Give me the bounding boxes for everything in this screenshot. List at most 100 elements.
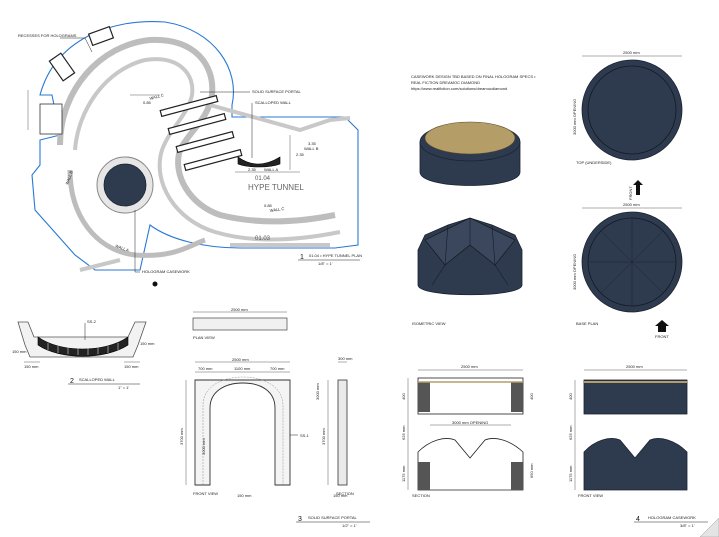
plan-scalloped-wall — [237, 156, 281, 168]
title-4-scale: 3/8" = 1' — [680, 523, 695, 528]
portal-front-label: FRONT VIEW — [193, 491, 218, 496]
title-1-text: 01.04 • HYPE TUNNEL PLAN — [309, 253, 362, 258]
iso-hologram-edges — [431, 218, 509, 286]
wall-label: WALL B — [64, 170, 74, 186]
plan-walls-lower — [67, 169, 206, 258]
section-dim-left: 400 — [401, 393, 406, 400]
hype-tunnel-plan: RECESSES FOR HOLOGRAMS SOLID SURFACE POR… — [18, 20, 362, 287]
scalloped-dim-bottom-left: 150 mm — [24, 364, 39, 369]
solid-surface-portal: 2500 mm PLAN VIEW 2500 mm 700 mm 1100 mm… — [179, 307, 370, 528]
recess-1 — [48, 52, 76, 82]
section-top-left — [418, 382, 430, 412]
scallop-ticks — [47, 343, 119, 355]
portal-section-height: 3700 mm — [321, 428, 326, 445]
section-top-block — [417, 377, 524, 415]
section-dim-right: 400 — [529, 393, 534, 400]
portal-plan-rect — [192, 317, 288, 331]
section-base — [417, 438, 524, 491]
portal-front-dim: 700 mm — [270, 366, 285, 371]
plan-casework — [103, 163, 147, 207]
wall-label: WALL B — [304, 146, 319, 151]
plan-walls-outer — [57, 36, 336, 225]
portal-section-label: SECTION — [336, 491, 354, 496]
dim-label: 2.35 — [248, 167, 257, 172]
plan-grid-dot — [152, 281, 158, 287]
dim-label: 3.35 — [308, 141, 317, 146]
label-casework: HOLOGRAM CASEWORK — [142, 269, 190, 274]
front-arrow-1-label: FRONT — [628, 186, 633, 200]
title-3-number: 3 — [298, 516, 302, 523]
section-base-right — [511, 462, 523, 490]
title-2-text: SCALLOPED WALL — [79, 377, 116, 382]
section-dim-right: 650 mm — [529, 463, 534, 478]
top-dim: 2500 mm — [623, 50, 640, 55]
recess-2 — [87, 25, 115, 47]
portal-front-dim: 700 mm — [198, 366, 213, 371]
label-scalloped: SCALLOPED WALL — [255, 100, 292, 105]
base-plan-quadrants — [588, 218, 676, 306]
dim-label: 0.85 — [143, 100, 152, 105]
front-top-block — [583, 379, 688, 415]
wall-label: WALL A — [264, 167, 278, 172]
top-underside-outer — [581, 59, 683, 161]
portal-section-inner: 3000 mm — [315, 383, 320, 400]
dim-label: 0.85 — [264, 203, 273, 208]
title-2-number: 2 — [70, 378, 74, 385]
title-3-scale: 1/2" = 1' — [342, 523, 357, 528]
title-2-scale: 1" = 1' — [118, 385, 129, 390]
portal-plan-dim: 2500 mm — [231, 307, 248, 312]
scalloped-tag: SS-2 — [87, 319, 97, 324]
label-recesses: RECESSES FOR HOLOGRAMS — [18, 33, 77, 38]
top-underside-inner — [587, 65, 677, 155]
front-label: FRONT VIEW — [578, 493, 603, 498]
section-opening: 3000 mm OPENING — [452, 420, 488, 425]
front-dim-left: 1175 mm — [568, 465, 573, 482]
front-dim-left: 400 — [568, 393, 573, 400]
section-top-dim: 2500 mm — [461, 364, 478, 369]
casework-note: CASEWORK DESIGN TBD BASED ON FINAL HOLOG… — [411, 74, 536, 79]
portal-section-bottom: 150 mm — [333, 493, 348, 498]
portal-front-height: 3700 mm — [179, 428, 184, 445]
front-arrow-2-label: FRONT — [655, 334, 669, 339]
wall-label: WALL C — [269, 206, 284, 213]
base-label: BASE PLAN — [576, 321, 598, 326]
leader-casework — [134, 210, 140, 273]
room-number-2: 01.03 — [255, 236, 271, 242]
iso-cylinder-top — [424, 121, 516, 155]
plan-dim-lines — [27, 90, 300, 173]
base-dim: 2500 mm — [623, 202, 640, 207]
portal-front-opening: 3000 mm — [201, 438, 206, 455]
room-name: HYPE TUNNEL — [248, 183, 304, 192]
plan-walls-diag — [79, 243, 330, 272]
label-portal: SOLID SURFACE PORTAL — [252, 89, 302, 94]
portal-section-top: 300 mm — [338, 356, 353, 361]
casework-note: REAL FICTION DREAMOC DIAMOND — [411, 80, 480, 85]
portal-plan-label: PLAN VIEW — [193, 335, 215, 340]
hologram-casework: CASEWORK DESIGN TBD BASED ON FINAL HOLOG… — [401, 50, 708, 528]
title-4-text: HOLOGRAM CASEWORK — [648, 515, 696, 520]
portal-front-inner — [202, 376, 284, 485]
wall-label: WALL A — [115, 243, 130, 253]
recess-3 — [39, 103, 63, 135]
scalloped-dim-bottom-right: 150 mm — [124, 364, 139, 369]
section-base-left — [418, 462, 430, 490]
section-top-right — [511, 382, 523, 412]
base-side-dim: 3000 mm OPENING — [572, 254, 577, 290]
portal-front-bottom: 150 mm — [237, 493, 252, 498]
section-label: SECTION — [412, 493, 430, 498]
room-number: 01.04 — [255, 176, 271, 182]
front-dim-left: 625 mm — [568, 425, 573, 440]
section-dim-left: 1175 mm — [401, 465, 406, 482]
top-label: TOP (UNDERSIDE) — [576, 160, 612, 165]
front-top-dim: 2500 mm — [626, 364, 643, 369]
dim-label: 2.35 — [296, 152, 305, 157]
section-dim-left: 625 mm — [401, 425, 406, 440]
portal-front — [194, 379, 291, 486]
scalloped-wall-detail: SS-2 150 mm 150 mm 150 mm 150 mm 2 SCALL… — [12, 319, 155, 390]
portal-tag: SS-1 — [300, 433, 310, 438]
top-side-dim: 3000 mm OPENING — [572, 99, 577, 135]
front-base — [583, 438, 688, 491]
scalloped-dim-right: 150 mm — [140, 341, 155, 346]
portal-front-dim: 1100 mm — [234, 366, 251, 371]
